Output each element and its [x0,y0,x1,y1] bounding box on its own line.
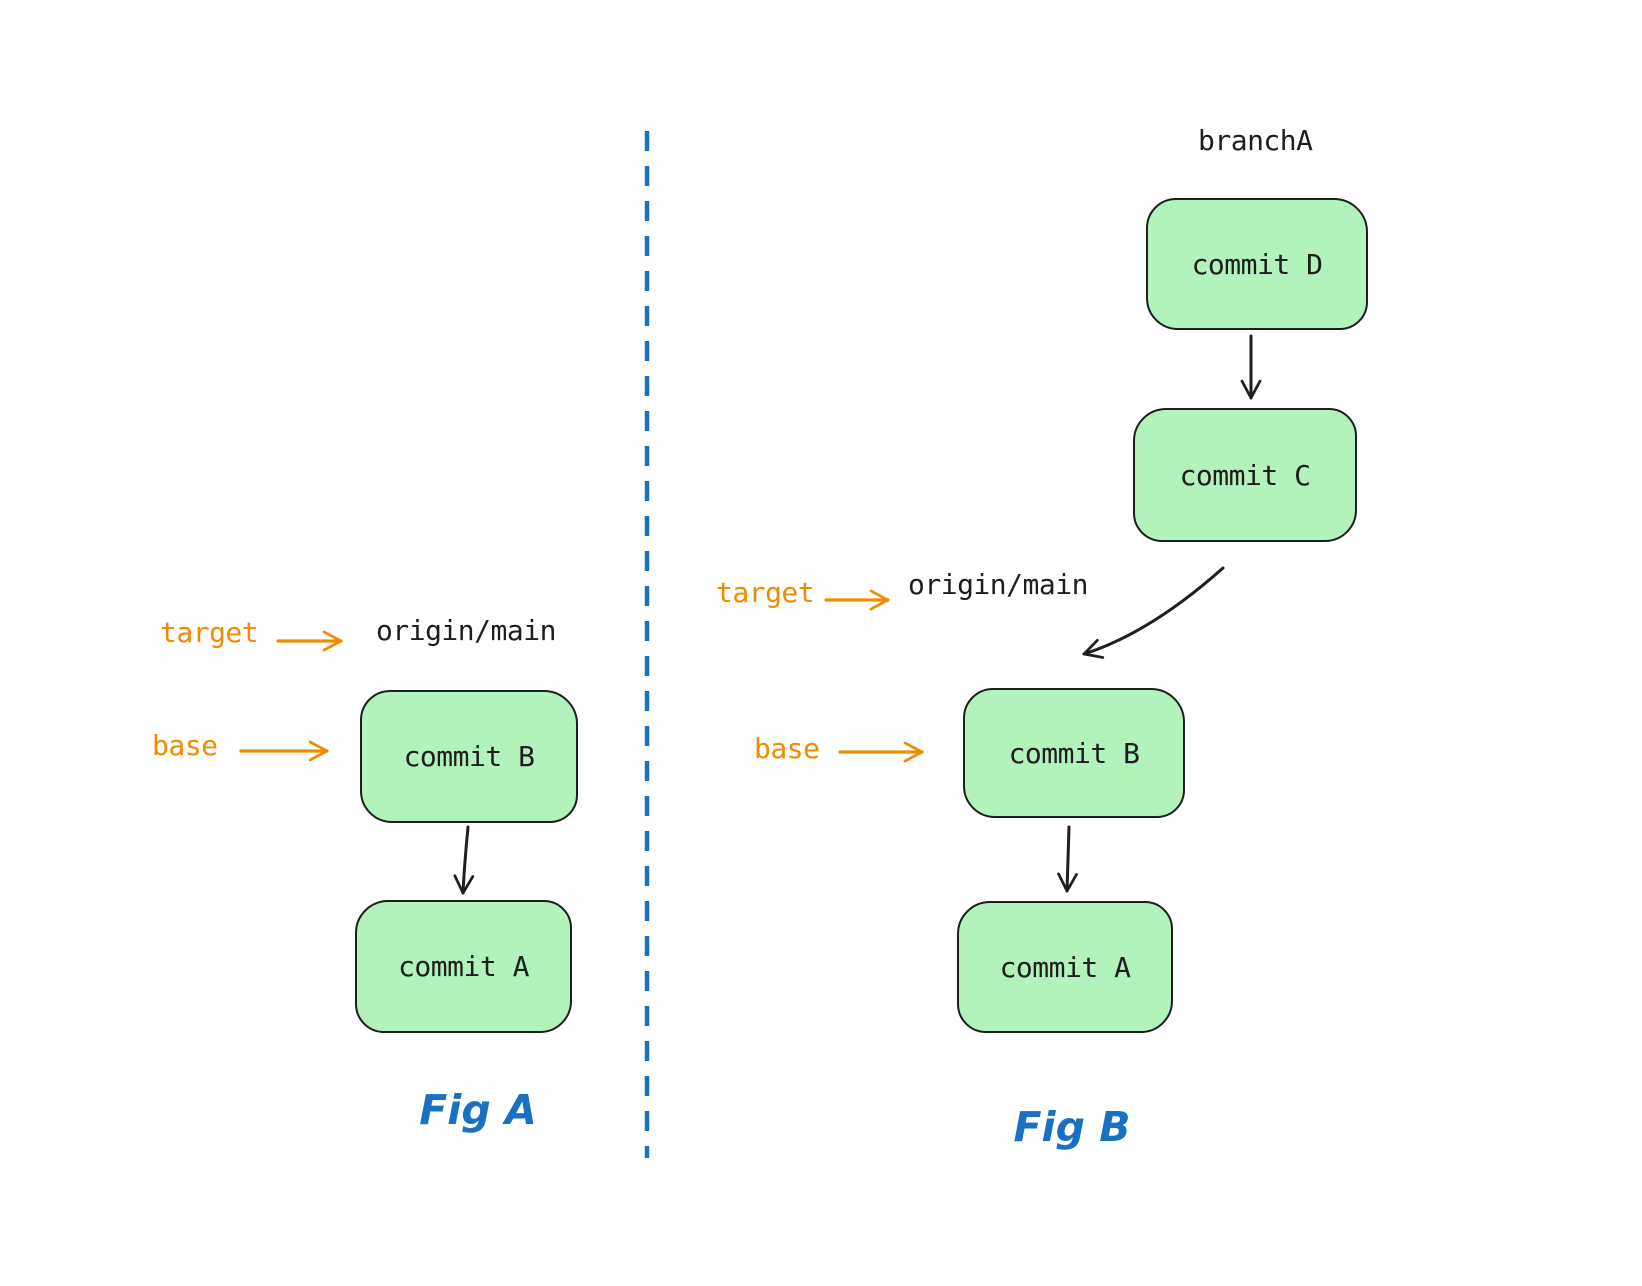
fig-b-commit-d-label: commit D [1191,247,1323,281]
fig-a-arrow-commit-b-to-commit-a [453,825,475,895]
fig-a-commit-b-node: commit B [360,690,578,823]
fig-b-branch-label: branchA [1198,124,1313,157]
fig-b-commit-d-node: commit D [1146,198,1368,330]
fig-a-target-label: target [160,616,259,649]
fig-b-base-label: base [754,732,820,765]
fig-b-commit-a-node: commit A [957,901,1173,1033]
fig-b-arrow-commit-c-to-commit-b [1082,566,1225,659]
fig-b-commit-c-node: commit C [1133,408,1357,542]
fig-b-commit-b-node: commit B [963,688,1185,818]
fig-a-commit-a-label: commit A [398,950,529,983]
fig-b-caption: Fig B [1013,1103,1131,1151]
fig-a-caption: Fig A [419,1086,537,1134]
fig-a-commit-a-node: commit A [355,900,572,1033]
fig-b-target-label: target [716,576,815,609]
fig-a-commit-b-label: commit B [403,740,535,773]
fig-b-commit-b-label: commit B [1008,736,1140,770]
fig-a-base-label: base [152,729,218,762]
fig-b-target-ref: origin/main [908,568,1088,601]
fig-b-commit-a-label: commit A [999,950,1131,984]
fig-b-arrow-commit-b-to-commit-a [1057,825,1078,893]
fig-b-commit-c-label: commit C [1179,458,1311,492]
fig-a-target-ref: origin/main [376,614,556,647]
